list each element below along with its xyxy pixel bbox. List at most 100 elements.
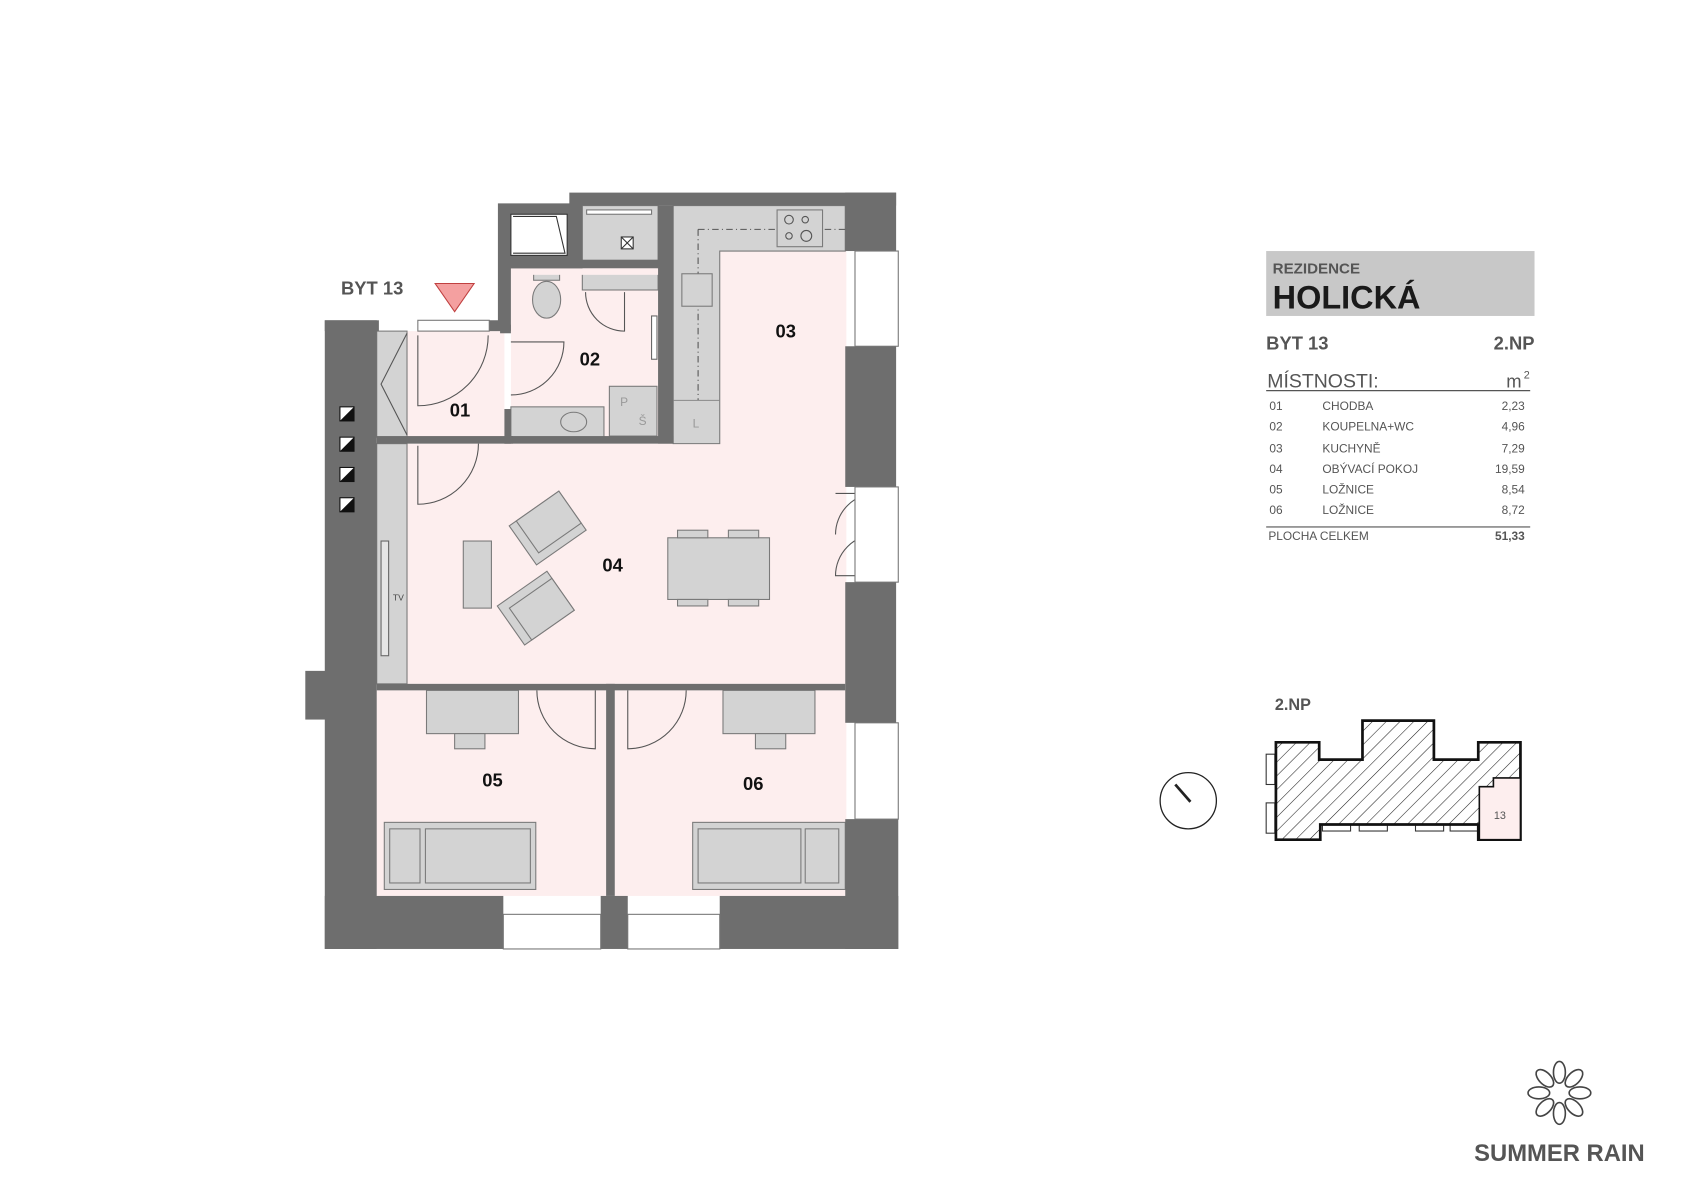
shower-door <box>585 292 626 332</box>
project-name: HOLICKÁ <box>1273 278 1421 315</box>
room-label-02: 02 <box>580 349 600 370</box>
exterior-wall-right <box>845 346 897 487</box>
room-area: 19,59 <box>1495 462 1525 476</box>
north-arrow-needle <box>1174 783 1192 803</box>
tv <box>380 540 390 657</box>
window <box>502 913 602 950</box>
wall <box>504 409 511 444</box>
wall <box>606 683 615 896</box>
room-name: CHODBA <box>1322 399 1373 413</box>
cooktop <box>776 209 824 248</box>
area-unit-sup: 2 <box>1524 370 1530 382</box>
window <box>627 913 721 950</box>
room-name: OBÝVACÍ POKOJ <box>1322 461 1418 476</box>
wall <box>658 205 674 444</box>
wall-gap <box>504 268 659 275</box>
room-id: 02 <box>1269 420 1283 434</box>
room-area: 4,96 <box>1502 420 1526 434</box>
building-outline <box>1274 719 1522 842</box>
shaft-symbol <box>513 215 566 254</box>
room-id: 06 <box>1269 503 1283 517</box>
project-prefix: REZIDENCE <box>1273 261 1360 278</box>
unit-highlight <box>1478 777 1522 841</box>
unit-number: BYT 13 <box>1266 333 1328 354</box>
room-area: 7,29 <box>1502 441 1526 455</box>
unit-highlight-number: 13 <box>1494 810 1506 822</box>
washer-dryer <box>608 385 658 437</box>
key-plan-floor: 2.NP <box>1275 696 1311 714</box>
balcony <box>1265 802 1276 834</box>
room-id: 05 <box>1269 482 1283 496</box>
total-label: PLOCHA CELKEM <box>1268 529 1368 543</box>
room-name: KUCHYNĚ <box>1322 440 1380 455</box>
project-title-box <box>1266 251 1535 316</box>
unit-label: BYT 13 <box>341 277 403 298</box>
room-area: 8,54 <box>1502 482 1526 496</box>
washer-label: P <box>620 395 628 409</box>
logo-text: SUMMER RAIN <box>1474 1140 1645 1167</box>
armchair <box>496 570 576 646</box>
exterior-wall-left <box>324 320 377 949</box>
exterior-wall-bottom <box>324 895 504 949</box>
key-plan: 2.NP 13 <box>1159 696 1522 842</box>
floor-number: 2.NP <box>1494 333 1535 354</box>
bedroom-05-door <box>536 690 596 750</box>
chair <box>727 529 760 539</box>
exterior-wall-pier <box>305 670 327 720</box>
chair <box>727 598 760 607</box>
dining-table <box>667 537 771 600</box>
area-unit: m <box>1506 370 1521 391</box>
room-label-03: 03 <box>776 321 796 342</box>
exterior-wall-right <box>845 819 899 949</box>
room-id: 04 <box>1269 462 1283 476</box>
bathroom-door <box>510 341 565 396</box>
armchair <box>508 490 587 566</box>
toilet <box>531 280 562 319</box>
exterior-wall-top <box>569 192 897 206</box>
room-label-04: 04 <box>602 554 623 575</box>
washbasin-counter <box>510 406 605 438</box>
bedroom-06-door <box>627 690 687 750</box>
chair-05 <box>454 733 486 750</box>
tv-label: TV <box>393 593 404 603</box>
desk-05 <box>425 689 520 735</box>
entrance-arrow-icon <box>434 282 476 313</box>
apartment-floor-plan: L P Š TV <box>305 192 899 950</box>
wall <box>376 436 514 444</box>
room-name: LOŽNICE <box>1322 481 1374 496</box>
shower <box>581 205 659 291</box>
room-row: 01 CHODBA 2,23 <box>1269 399 1525 413</box>
shaft <box>510 213 568 256</box>
burner-icon <box>784 214 794 225</box>
bed-duvet <box>424 828 531 884</box>
desk-06 <box>722 689 816 735</box>
chair-06 <box>754 733 787 750</box>
room-row: 05 LOŽNICE 8,54 <box>1269 481 1525 496</box>
kitchen-label: L <box>693 416 700 430</box>
room-label-01: 01 <box>450 400 470 421</box>
room-id: 01 <box>1269 399 1283 413</box>
room-label-06: 06 <box>743 773 763 794</box>
bed-pillow <box>389 828 421 884</box>
drain-icon <box>620 236 634 250</box>
room-row: 02 KOUPELNA+WC 4,96 <box>1269 420 1525 434</box>
burner-icon <box>785 232 793 240</box>
room-name: KOUPELNA+WC <box>1322 420 1414 434</box>
burner-icon <box>801 215 810 224</box>
kitchen-sink <box>681 273 713 307</box>
room-id: 03 <box>1269 441 1283 455</box>
burner-icon <box>800 229 813 242</box>
dryer-label: Š <box>639 413 647 428</box>
info-panel: REZIDENCE HOLICKÁ BYT 13 2.NP MÍSTNOSTI:… <box>1266 251 1535 543</box>
room-label-05: 05 <box>482 770 502 791</box>
living-door <box>417 443 479 505</box>
room-row: 06 LOŽNICE 8,72 <box>1269 502 1525 517</box>
wall <box>504 436 674 444</box>
room-name: LOŽNICE <box>1322 502 1374 517</box>
room-area: 8,72 <box>1502 503 1526 517</box>
room-row: 04 OBÝVACÍ POKOJ 19,59 <box>1269 461 1525 476</box>
window <box>854 722 899 820</box>
summer-rain-logo: SUMMER RAIN <box>1474 1060 1645 1167</box>
wardrobe-door <box>380 333 408 436</box>
